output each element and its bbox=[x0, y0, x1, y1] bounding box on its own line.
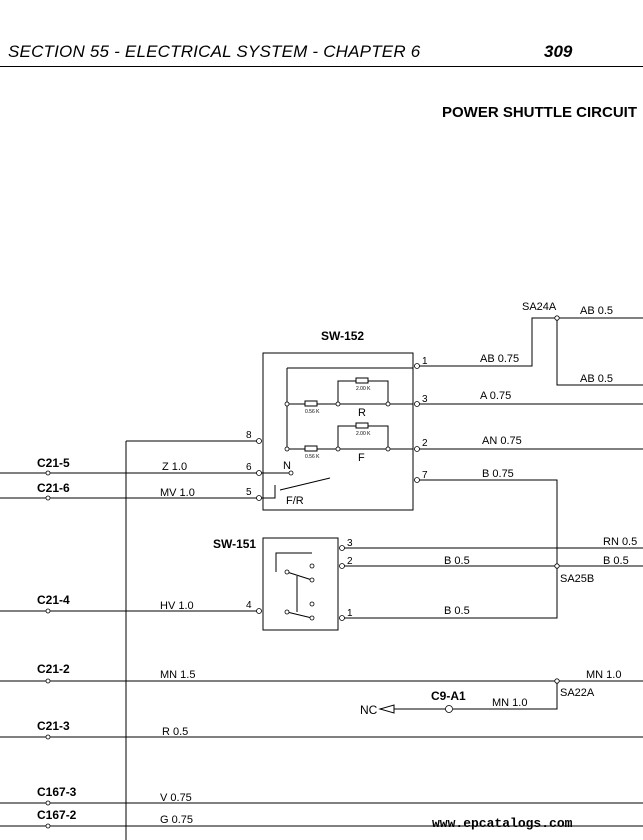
connector-c21-3: C21-3 bbox=[37, 719, 70, 733]
wire-label-rn05: RN 0.5 bbox=[603, 536, 637, 548]
switch-label-fr: F/R bbox=[286, 495, 304, 507]
switch-label-r: R bbox=[358, 407, 366, 419]
wire-label-z: Z 1.0 bbox=[162, 461, 187, 473]
wire-label-ab075: AB 0.75 bbox=[480, 353, 519, 365]
watermark-text: www.epcatalogs.com bbox=[432, 816, 573, 831]
nc-label: NC bbox=[360, 703, 378, 717]
sw152-r-branch bbox=[337, 380, 389, 404]
splice-sa25b: SA25B bbox=[560, 573, 594, 585]
wire-ab05-bottom bbox=[556, 318, 643, 386]
connector-c167-3: C167-3 bbox=[37, 785, 77, 799]
pin-sw152-7: 7 bbox=[422, 470, 428, 481]
splice-sa22a: SA22A bbox=[560, 687, 595, 699]
wire-label-b05-mid: B 0.5 bbox=[444, 555, 470, 567]
wire-label-mv: MV 1.0 bbox=[160, 487, 195, 499]
switch-label-n: N bbox=[283, 460, 291, 472]
sw152-box bbox=[262, 352, 414, 511]
pin-sw151-1: 1 bbox=[347, 608, 353, 619]
wire-label-a075: A 0.75 bbox=[480, 390, 511, 402]
pin-sw151-2: 2 bbox=[347, 556, 353, 567]
resistor-label-r-left: 0.56 K bbox=[305, 409, 320, 415]
resistor-label-f-top: 2.00 K bbox=[356, 431, 371, 437]
sw152-label: SW-152 bbox=[321, 329, 364, 343]
wire-label-b075: B 0.75 bbox=[482, 468, 514, 480]
wire-label-mn10-right: MN 1.0 bbox=[586, 669, 621, 681]
c9a1-label: C9-A1 bbox=[431, 689, 466, 703]
connector-c21-6: C21-6 bbox=[37, 481, 70, 495]
wire-label-mn15: MN 1.5 bbox=[160, 669, 195, 681]
sw152-f-branch bbox=[337, 425, 389, 449]
wire-label-r: R 0.5 bbox=[162, 726, 188, 738]
resistor-r-left bbox=[304, 400, 318, 407]
sw152-lever-arm bbox=[279, 477, 331, 491]
wire-label-v: V 0.75 bbox=[160, 792, 192, 804]
sw151-contact-1 bbox=[286, 571, 313, 581]
wire-label-b05-right: B 0.5 bbox=[603, 555, 629, 567]
splice-sa24a: SA24A bbox=[522, 301, 557, 313]
wire-b075 bbox=[417, 479, 558, 618]
connector-c21-4: C21-4 bbox=[37, 593, 70, 607]
sw151-contact-2 bbox=[286, 611, 313, 619]
nc-arrowhead bbox=[378, 704, 395, 714]
pin-sw152-8: 8 bbox=[246, 430, 252, 441]
wire-label-hv: HV 1.0 bbox=[160, 600, 194, 612]
section-heading: SECTION 55 - ELECTRICAL SYSTEM - CHAPTER… bbox=[8, 42, 421, 61]
sw151-label: SW-151 bbox=[213, 537, 256, 551]
resistor-f-top bbox=[355, 422, 369, 429]
wire-b05-low bbox=[342, 566, 558, 619]
resistor-r-top bbox=[355, 377, 369, 384]
diagram-title: POWER SHUTTLE CIRCUIT bbox=[442, 104, 637, 121]
page-number: 309 bbox=[544, 42, 573, 61]
sw152-lever-line bbox=[261, 485, 276, 499]
switch-label-f: F bbox=[358, 452, 365, 464]
page-header: SECTION 55 - ELECTRICAL SYSTEM - CHAPTER… bbox=[0, 40, 643, 68]
pin-sw152-6: 6 bbox=[246, 462, 252, 473]
resistor-label-r-top: 2.00 K bbox=[356, 386, 371, 392]
wire-label-ab05-bottom: AB 0.5 bbox=[580, 373, 613, 385]
sw151-box bbox=[262, 537, 339, 631]
wire-ab075 bbox=[417, 317, 557, 367]
pin-sw152-2: 2 bbox=[422, 438, 428, 449]
pin-sw151-3: 3 bbox=[347, 538, 353, 549]
wire-label-ab05-top: AB 0.5 bbox=[580, 305, 613, 317]
pin-sw151-4: 4 bbox=[246, 600, 252, 611]
resistor-label-f-left: 0.56 K bbox=[305, 454, 320, 460]
resistor-f-left bbox=[304, 445, 318, 452]
wire-label-mn10-mid: MN 1.0 bbox=[492, 697, 527, 709]
pin-sw152-1: 1 bbox=[422, 356, 428, 367]
wire-label-an075: AN 0.75 bbox=[482, 435, 522, 447]
wire-mn10-mid bbox=[453, 681, 558, 710]
connector-c21-2: C21-2 bbox=[37, 662, 70, 676]
header-rule bbox=[0, 66, 643, 67]
wire-label-b05-low: B 0.5 bbox=[444, 605, 470, 617]
pin-sw152-5: 5 bbox=[246, 487, 252, 498]
sw151-left-link bbox=[275, 552, 312, 572]
connector-c167-2: C167-2 bbox=[37, 808, 77, 822]
wire-label-g: G 0.75 bbox=[160, 814, 193, 826]
pin-sw152-3: 3 bbox=[422, 394, 428, 405]
connector-c21-5: C21-5 bbox=[37, 456, 70, 470]
